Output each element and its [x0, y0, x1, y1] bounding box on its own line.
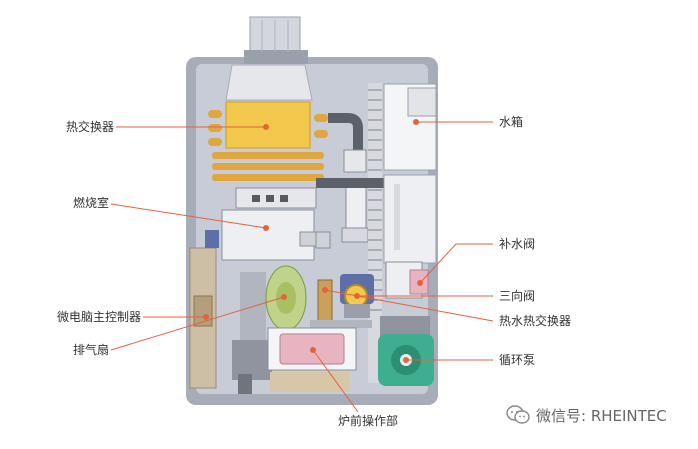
frame-rack	[368, 83, 382, 383]
label-front-panel: 炉前操作部	[338, 414, 399, 428]
label-combustion-chamber: 燃烧室	[72, 196, 109, 210]
water-tank-lower	[383, 174, 437, 264]
label-refill-valve: 补水阀	[499, 237, 536, 251]
label-three-way-valve: 三向阀	[499, 289, 536, 303]
watermark-text: 微信号: RHEINTEC	[536, 406, 667, 425]
label-heat-exchanger: 热交换器	[65, 120, 114, 134]
wechat-icon	[506, 405, 530, 424]
watermark: 微信号: RHEINTEC	[506, 403, 667, 427]
label-hot-water-exchanger: 热水热交换器	[499, 314, 572, 328]
label-water-tank: 水箱	[499, 115, 524, 129]
gas-manifold	[235, 187, 317, 209]
flue-collar	[244, 50, 308, 64]
hood	[225, 64, 313, 101]
label-exhaust-fan: 排气扇	[72, 343, 109, 357]
combustion-chamber-shape	[221, 209, 315, 261]
label-circulation-pump: 循环泵	[499, 353, 536, 367]
label-controller: 微电脑主控制器	[56, 310, 141, 324]
